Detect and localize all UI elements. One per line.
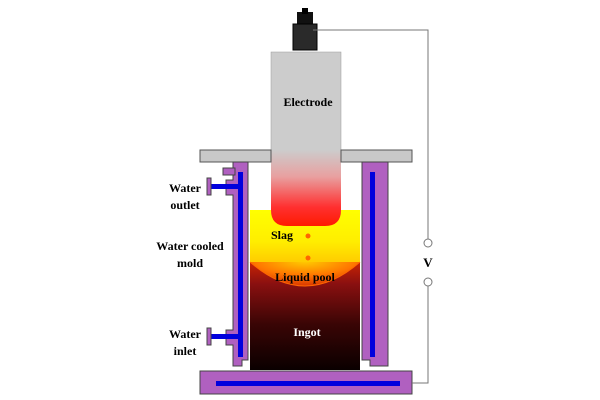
- mold-left-wall: [206, 161, 249, 367]
- electrode-body: [270, 51, 342, 153]
- electric-circuit: [313, 29, 433, 384]
- voltage-label: V: [423, 255, 433, 270]
- water-inlet-label: Water inlet: [125, 326, 245, 360]
- water-channel-left: [238, 172, 243, 357]
- electrode-assembly: [270, 8, 342, 226]
- electrode-clamp-top: [297, 12, 313, 26]
- electrode-tip: [271, 150, 341, 226]
- liquid-pool-region: [250, 255, 360, 286]
- terminal-bottom: [423, 277, 433, 287]
- electrode-stem: [302, 8, 308, 14]
- water-inlet-pipe: [210, 334, 240, 339]
- electrode-clamp: [292, 23, 318, 51]
- water-outlet-line-2: outlet: [170, 198, 200, 212]
- liquid-pool-surface: [249, 261, 361, 287]
- ingot-label: Ingot: [293, 325, 320, 339]
- mold-interior: [249, 210, 361, 370]
- electrode-label: Electrode: [283, 95, 333, 109]
- slag-label: Slag: [271, 228, 293, 242]
- mold-right-wall: [361, 161, 389, 367]
- droplet-2: [305, 255, 311, 261]
- water-cooled-mold-line-2: mold: [176, 256, 203, 270]
- water-channel-right: [370, 172, 375, 357]
- water-cooled-mold-line-1: Water cooled: [156, 239, 224, 253]
- water-outlet-label: Water outlet: [125, 180, 245, 214]
- base-plate: [199, 370, 413, 395]
- water-outlet-pipe: [210, 184, 240, 189]
- water-inlet-line-2: inlet: [173, 344, 197, 358]
- water-outlet-line-1: Water: [169, 181, 201, 195]
- droplet-1: [305, 233, 311, 239]
- terminal-top: [423, 238, 433, 248]
- water-inlet-line-1: Water: [169, 327, 201, 341]
- liquid-pool-label: Liquid pool: [275, 270, 335, 284]
- water-cooled-mold-label: Water cooled mold: [130, 238, 250, 272]
- water-channel-base: [216, 381, 400, 386]
